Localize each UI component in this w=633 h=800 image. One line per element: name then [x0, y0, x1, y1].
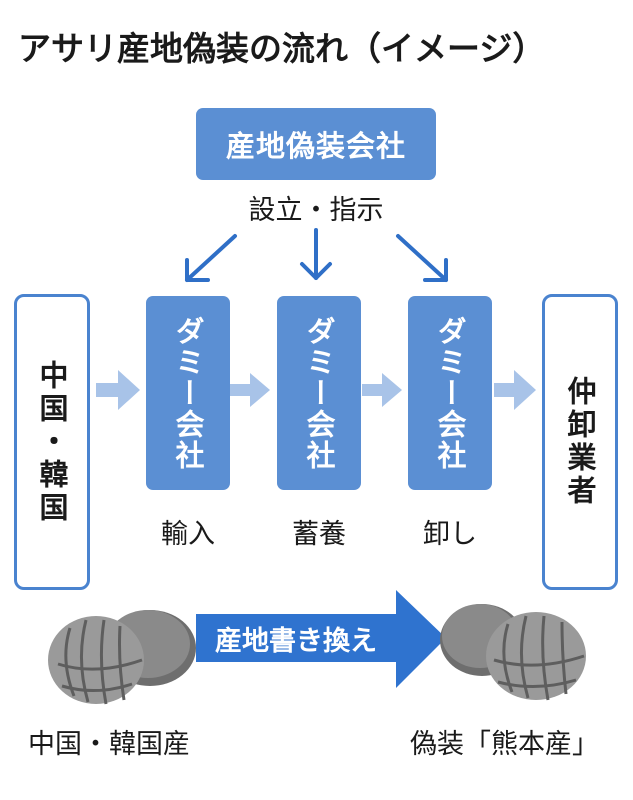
instruction-arrow-center [300, 228, 332, 280]
wholesaler-label: 仲卸業者 [563, 376, 597, 508]
dummy-company-label: ダミー会社 [302, 315, 336, 471]
flow-arrow-1 [96, 370, 140, 410]
flow-arrow-3 [362, 373, 402, 407]
instruction-arrow-right [396, 234, 448, 282]
dummy-company-farming: ダミー会社 [277, 296, 361, 490]
relabel-arrow-label: 産地書き換え [215, 625, 377, 657]
instruction-label: 設立・指示 [248, 195, 384, 226]
page-title: アサリ産地偽装の流れ（イメージ） [18, 29, 546, 68]
relabel-big-arrow [196, 590, 446, 688]
clam-left-caption: 中国・韓国産 [28, 729, 190, 760]
origin-fraud-company-box: 産地偽装会社 [196, 108, 436, 180]
origin-country-box: 中国・韓国 [14, 294, 90, 590]
clam-right-caption: 偽装「熊本産」 [410, 729, 599, 760]
dummy-company-wholesale: ダミー会社 [408, 296, 492, 490]
flow-arrow-2 [230, 373, 270, 407]
wholesaler-box: 仲卸業者 [542, 294, 618, 590]
caption-import: 輸入 [161, 519, 215, 550]
dummy-company-label: ダミー会社 [171, 315, 205, 471]
caption-farming: 蓄養 [292, 519, 346, 550]
caption-wholesale: 卸し [423, 519, 477, 550]
instruction-arrow-left [185, 234, 237, 282]
clam-right-illustration [440, 604, 586, 701]
dummy-company-import: ダミー会社 [146, 296, 230, 490]
dummy-company-label: ダミー会社 [433, 315, 467, 471]
clam-left-illustration [48, 610, 196, 705]
origin-country-label: 中国・韓国 [35, 359, 69, 525]
flow-arrow-4 [494, 370, 536, 410]
